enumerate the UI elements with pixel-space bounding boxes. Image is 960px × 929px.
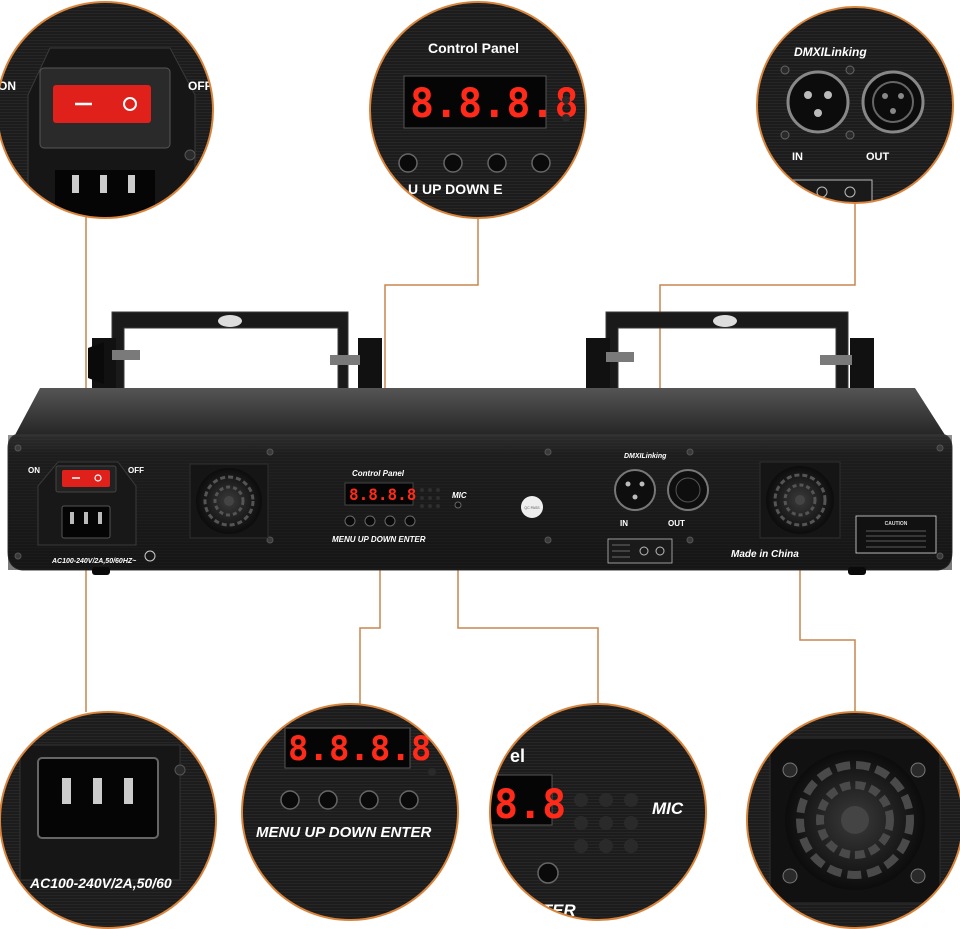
callout-dmx: DMXILinking IN OUT — [756, 6, 954, 204]
leader-buttons — [359, 548, 381, 705]
unit-dmx-out-label: OUT — [668, 519, 685, 528]
callout-buttons: 8.8.8.8 MENU UP DOWN ENTER — [241, 703, 459, 921]
unit-qc-sticker: QC PASS — [524, 506, 540, 510]
callout-power-socket: AC100-240V/2A,50/60 — [0, 711, 217, 929]
unit-dmx-out-port[interactable] — [667, 469, 709, 511]
callout-control-panel: Control Panel 8.8.8.8 U UP DOWN E — [369, 1, 587, 219]
unit-display-digits: 8.8.8.8 — [349, 485, 416, 504]
callout-dmx-in-port[interactable] — [786, 70, 850, 134]
unit-menu-button[interactable] — [344, 515, 356, 527]
callout-mic-enter-label: ENTER — [518, 901, 576, 920]
callout-mic-display — [490, 774, 553, 826]
callout-menu-button[interactable] — [398, 153, 418, 173]
unit-up-button[interactable] — [364, 515, 376, 527]
callout-switch-on: ON — [0, 79, 16, 93]
unit-control-panel: Control Panel 8.8.8.8 MIC MENU UP DOWN E… — [332, 469, 543, 544]
callout-dmx-in-label: IN — [792, 151, 803, 163]
mounting-bracket-left — [88, 311, 382, 403]
callout-buttons-display — [284, 727, 411, 769]
callout-mic-display-digits: 8.8 — [494, 782, 566, 828]
unit-dmx-title: DMXILinking — [624, 453, 667, 460]
unit-made-in: Made in China — [731, 549, 799, 560]
callout-mic-label: MIC — [652, 799, 684, 818]
unit-power-section: ON OFF AC100-240V/2A,50/60HZ~ — [28, 461, 156, 565]
callout-up-button[interactable] — [443, 153, 463, 173]
callout-dmx-out-label: OUT — [866, 151, 890, 163]
unit-buttons-label: MENU UP DOWN ENTER — [332, 535, 426, 544]
callout-mic-title-fragment: el — [510, 746, 525, 766]
unit-caution-text: CAUTION — [885, 521, 908, 527]
callout-mic-enter-button[interactable] — [537, 862, 559, 884]
unit-power-rating: AC100-240V/2A,50/60HZ~ — [51, 558, 136, 565]
callout5-menu-button[interactable] — [280, 790, 300, 810]
callout-enter-button[interactable] — [531, 153, 551, 173]
callout-display-digits: 8.8.8.8 — [410, 81, 579, 127]
callout-power-rating: AC100-240V/2A,50/60 — [29, 875, 172, 891]
unit-warning-label: CAUTION Made in China — [731, 515, 937, 560]
callout5-up-button[interactable] — [318, 790, 338, 810]
unit-dmx-in-port[interactable] — [614, 469, 656, 511]
callout-fan — [746, 711, 960, 929]
leader-control-panel — [384, 218, 479, 453]
unit-power-switch[interactable] — [62, 470, 110, 487]
leader-fan — [799, 555, 856, 712]
callout-power-switch-rocker[interactable] — [53, 85, 151, 123]
callout5-buttons-label: MENU UP DOWN ENTER — [256, 824, 431, 841]
unit-display — [344, 482, 414, 506]
callout5-enter-button[interactable] — [399, 790, 419, 810]
unit-dmx-section: DMXILinking IN OUT — [607, 453, 709, 564]
unit-control-panel-title: Control Panel — [352, 469, 405, 478]
callout-dmx-out-port[interactable] — [861, 70, 925, 134]
unit-dmx-in-label: IN — [620, 519, 628, 528]
callout-buttons-display-digits: 8.8.8.8 — [288, 729, 431, 769]
unit-enter-button[interactable] — [404, 515, 416, 527]
callout-control-panel-title: Control Panel — [428, 40, 519, 56]
unit-down-button[interactable] — [384, 515, 396, 527]
unit-fan-right — [759, 461, 841, 539]
callout-mic: el 8.8 MIC ENTER — [489, 703, 707, 921]
callout-buttons-label: U UP DOWN E — [408, 181, 503, 197]
unit-on-label: ON — [28, 466, 40, 475]
callout-display — [403, 75, 547, 129]
callout-down-button[interactable] — [487, 153, 507, 173]
unit-off-label: OFF — [128, 466, 144, 475]
unit-mic-label: MIC — [452, 491, 467, 500]
callout5-down-button[interactable] — [359, 790, 379, 810]
callout-power-switch: ON OFF — [0, 1, 214, 219]
leader-dmx — [659, 203, 856, 455]
callout-switch-off: OFF — [188, 79, 212, 93]
callout-dmx-title: DMXILinking — [794, 45, 867, 59]
unit-fan-left — [189, 463, 269, 539]
